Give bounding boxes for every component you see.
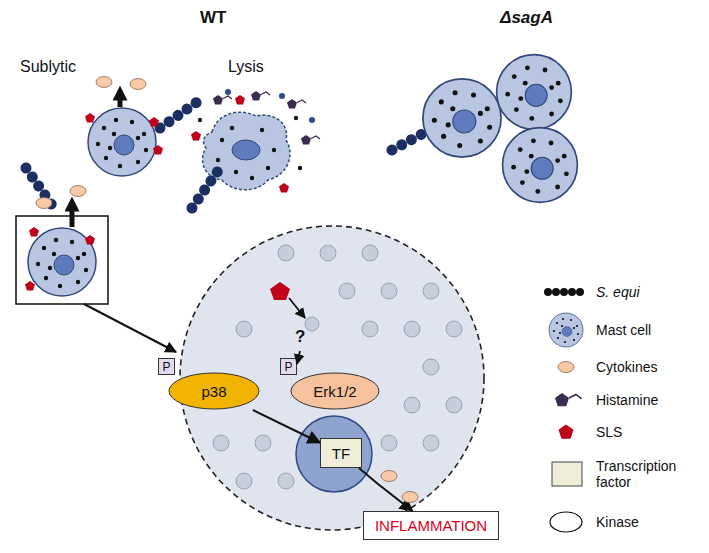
panel-title: ΔsagA bbox=[500, 8, 553, 28]
mast-cell: ?Pp38PErk1/2TF bbox=[177, 223, 487, 533]
kinase: Erk1/2 bbox=[290, 372, 380, 410]
mutant-scene bbox=[385, 55, 578, 203]
legend-label: Kinase bbox=[596, 514, 639, 530]
node-text: ? bbox=[295, 327, 305, 347]
condition-label: Sublytic bbox=[20, 58, 76, 76]
node-text: p38 bbox=[201, 383, 226, 400]
legend-label: Histamine bbox=[596, 392, 658, 408]
lysis-scene bbox=[184, 89, 320, 216]
legend-label: Transcription factor bbox=[596, 458, 696, 490]
kinase: p38 bbox=[168, 372, 260, 410]
sublytic-scene bbox=[16, 77, 204, 353]
phospho-tag: P bbox=[158, 358, 175, 375]
phospho-tag: P bbox=[280, 358, 297, 375]
nucleus bbox=[296, 416, 372, 492]
legend-label: S. equi bbox=[596, 284, 640, 300]
transcription-factor: TF bbox=[320, 438, 362, 468]
legend-label: Mast cell bbox=[596, 322, 651, 338]
legend-label: Cytokines bbox=[596, 359, 657, 375]
condition-label: Lysis bbox=[228, 58, 264, 76]
legend-label: SLS bbox=[596, 424, 622, 440]
outcome-box: INFLAMMATION bbox=[363, 511, 499, 540]
node-text: Erk1/2 bbox=[313, 383, 356, 400]
granules bbox=[213, 245, 462, 489]
node-text: INFLAMMATION bbox=[375, 517, 487, 534]
node-text: TF bbox=[332, 445, 350, 462]
legend-symbols bbox=[544, 288, 584, 532]
node-text: P bbox=[162, 360, 170, 374]
panel-title: WT bbox=[200, 8, 226, 28]
node-text: P bbox=[284, 360, 292, 374]
